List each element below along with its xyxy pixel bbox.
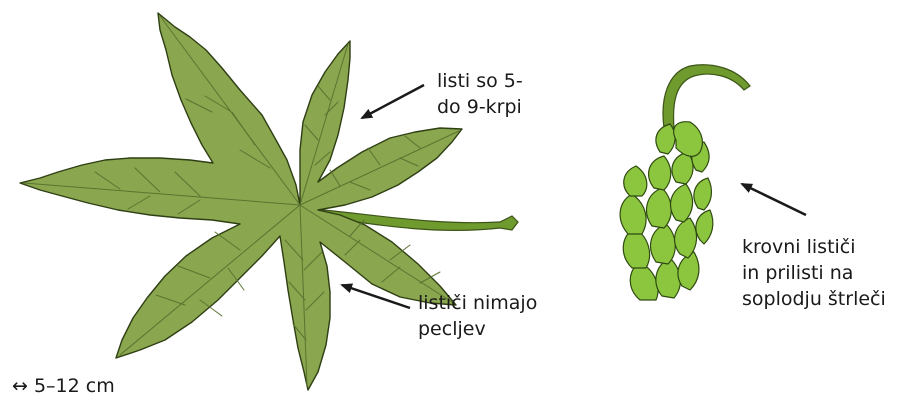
cone-stem bbox=[663, 65, 750, 128]
leaflets-line-1: lističi nimajo bbox=[418, 290, 537, 316]
hop-cone bbox=[620, 65, 750, 300]
cone-bracts-line-2: in prilisti na bbox=[742, 260, 886, 286]
cone-bracts-line-3: soplodju štrleči bbox=[742, 286, 886, 312]
cone-bracts-annotation: krovni lističi in prilisti na soplodju š… bbox=[742, 234, 886, 312]
cone-bracts bbox=[620, 122, 713, 300]
leaf-lobes-annotation: listi so 5- do 9-krpi bbox=[437, 68, 523, 120]
leaf-lobes-arrow bbox=[362, 85, 424, 118]
cone-bracts-arrow bbox=[742, 184, 806, 215]
leaflets-line-2: pecljev bbox=[418, 316, 537, 342]
leaf-lobes-line-1: listi so 5- bbox=[437, 68, 523, 94]
leaf-blade bbox=[20, 13, 462, 390]
scale-label: ↔ 5–12 cm bbox=[12, 373, 115, 399]
leaflets-annotation: lističi nimajo pecljev bbox=[418, 290, 537, 342]
leaf-lobes-line-2: do 9-krpi bbox=[437, 94, 523, 120]
cone-bracts-line-1: krovni lističi bbox=[742, 234, 886, 260]
